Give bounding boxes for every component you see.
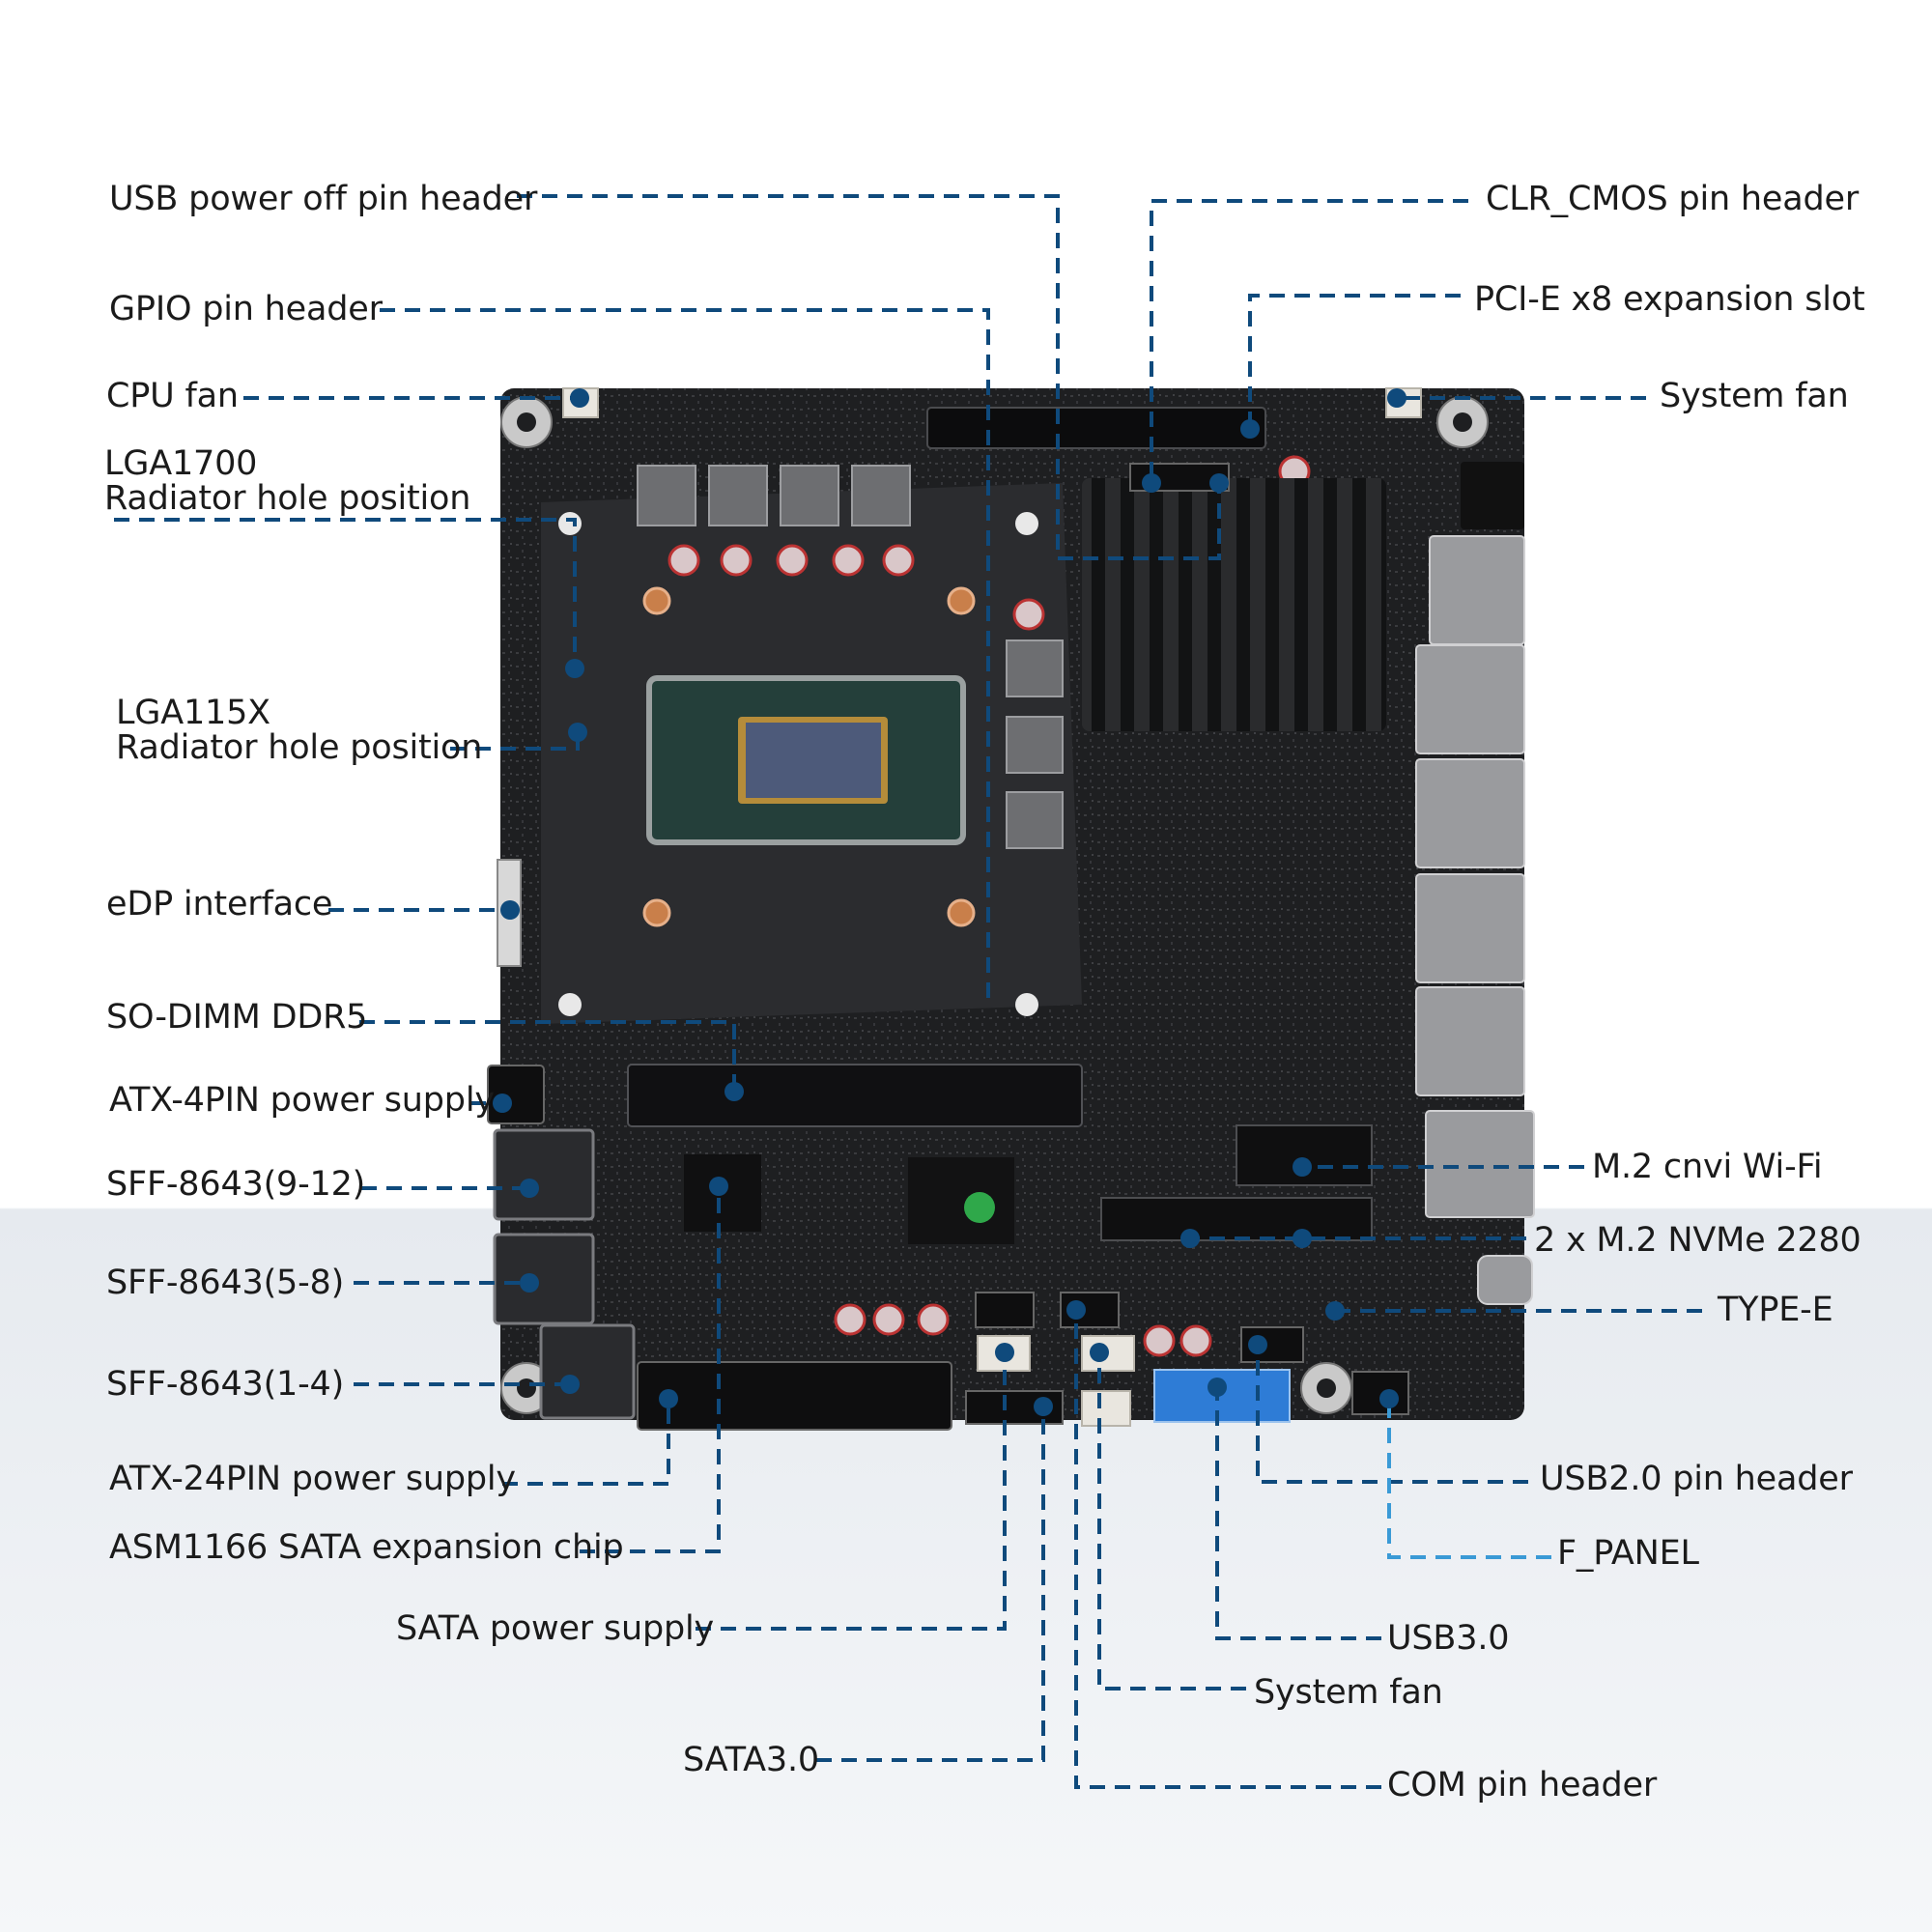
leader-dot-asm1166 [709, 1177, 728, 1196]
label-pcie-slot: PCI-E x8 expansion slot [1474, 280, 1865, 319]
leader-dot-sodimm [724, 1082, 744, 1101]
leader-usb20 [1256, 1345, 1528, 1484]
label-edp: eDP interface [106, 885, 333, 923]
leader-atx24 [502, 1399, 670, 1486]
leader-lines [114, 194, 1702, 1789]
label-sodimm: SO-DIMM DDR5 [106, 998, 368, 1037]
leader-dot-usb20 [1248, 1335, 1267, 1354]
sff-8643-connectors [493, 1128, 636, 1420]
leader-dots [493, 388, 1406, 1416]
label-sff-9-12: SFF-8643(9-12) [106, 1165, 366, 1204]
leader-usb-power-off [517, 194, 1060, 558]
label-m2-wifi: M.2 cnvi Wi-Fi [1592, 1148, 1823, 1186]
label-usb-power-off-header: USB power off pin header [109, 180, 538, 218]
leader-asm1166 [580, 1186, 721, 1553]
label-usb20-header: USB2.0 pin header [1540, 1460, 1853, 1498]
leader-com [1074, 1310, 1381, 1789]
leader-dot-sata-power [995, 1343, 1014, 1362]
superio-chip [908, 1157, 1014, 1244]
leader-clr-cmos [1150, 199, 1468, 483]
capacitors [668, 455, 1311, 1357]
label-lga115x-holes: LGA115X Radiator hole position [116, 694, 483, 767]
label-cpu-fan: CPU fan [106, 377, 239, 415]
leader-dot-sys-fan-top [1387, 388, 1406, 408]
leader-dot-clr-cmos [1142, 473, 1161, 493]
mounting-holes [500, 396, 1489, 1414]
label-system-fan-top: System fan [1660, 377, 1849, 415]
vrm-inductors [637, 465, 1064, 849]
leader-dot-com [1066, 1300, 1086, 1320]
leader-dot-sff-9-12 [520, 1179, 539, 1198]
leader-dot-edp [500, 900, 520, 920]
leader-dot-sff-5-8 [520, 1273, 539, 1293]
chipset-heatsink [1082, 478, 1386, 731]
label-gpio-header: GPIO pin header [109, 290, 383, 328]
atx-4pin-connector [487, 1065, 545, 1124]
m2-slots [1100, 1124, 1373, 1241]
label-asm1166: ASM1166 SATA expansion chip [109, 1528, 624, 1567]
label-sata30: SATA3.0 [683, 1741, 819, 1779]
leader-dot-sys-fan-bottom [1090, 1343, 1109, 1362]
leader-dot-cpu-fan [570, 388, 589, 408]
label-clr-cmos: CLR_CMOS pin header [1486, 180, 1860, 218]
leader-dot-m2-wifi [1293, 1157, 1312, 1177]
leader-dot-atx24 [659, 1389, 678, 1408]
leader-dot-type-e [1325, 1301, 1345, 1321]
qc-sticker [964, 1192, 995, 1223]
leader-dot-pcie [1240, 419, 1260, 439]
label-sff-5-8: SFF-8643(5-8) [106, 1264, 345, 1302]
label-sff-1-4: SFF-8643(1-4) [106, 1365, 345, 1404]
leader-lga1700 [114, 518, 577, 668]
label-usb30: USB3.0 [1387, 1619, 1510, 1658]
atx-24pin-connector [637, 1361, 952, 1431]
leader-pcie [1248, 294, 1461, 429]
leader-dot-f-panel [1379, 1389, 1399, 1408]
sodimm-slot [627, 1064, 1083, 1127]
leader-sata-power [696, 1352, 1007, 1631]
leader-cpu-die-link [1058, 483, 1221, 560]
leader-sata30 [816, 1406, 1045, 1762]
label-m2-nvme: 2 x M.2 NVMe 2280 [1534, 1221, 1861, 1260]
usb3-header [1153, 1369, 1291, 1423]
audio-jack [1461, 462, 1524, 529]
label-com-header: COM pin header [1387, 1766, 1658, 1804]
label-lga1700-holes: LGA1700 Radiator hole position [104, 444, 471, 518]
leader-usb30 [1215, 1387, 1381, 1640]
label-system-fan-bottom: System fan [1254, 1673, 1443, 1712]
lga115x-holes [642, 586, 976, 927]
leader-dot-lga1700 [565, 659, 584, 678]
leader-f-panel [1387, 1399, 1551, 1559]
leader-dot-atx4 [493, 1094, 512, 1113]
rear-io-ports [1415, 535, 1535, 1305]
leader-dot-m2-nvme-2 [1293, 1229, 1312, 1248]
leader-dot-m2-nvme [1180, 1229, 1200, 1248]
leader-dot-lga115x [568, 723, 587, 742]
leader-dot-usb30 [1208, 1378, 1227, 1397]
pcie-x8-slot [926, 407, 1266, 449]
leader-dot-sata30 [1034, 1397, 1053, 1416]
label-f-panel: F_PANEL [1557, 1534, 1699, 1573]
label-sata-power: SATA power supply [396, 1609, 715, 1648]
leader-lines-light [1387, 1399, 1551, 1559]
leader-gpio [380, 308, 990, 1005]
label-atx-24pin: ATX-24PIN power supply [109, 1460, 516, 1498]
label-type-e: TYPE-E [1718, 1291, 1833, 1329]
leader-dot-cpu-die-link [1209, 473, 1229, 493]
cpu-die [746, 723, 881, 798]
label-atx-4pin: ATX-4PIN power supply [109, 1081, 495, 1120]
leader-dot-sff-1-4 [560, 1375, 580, 1394]
